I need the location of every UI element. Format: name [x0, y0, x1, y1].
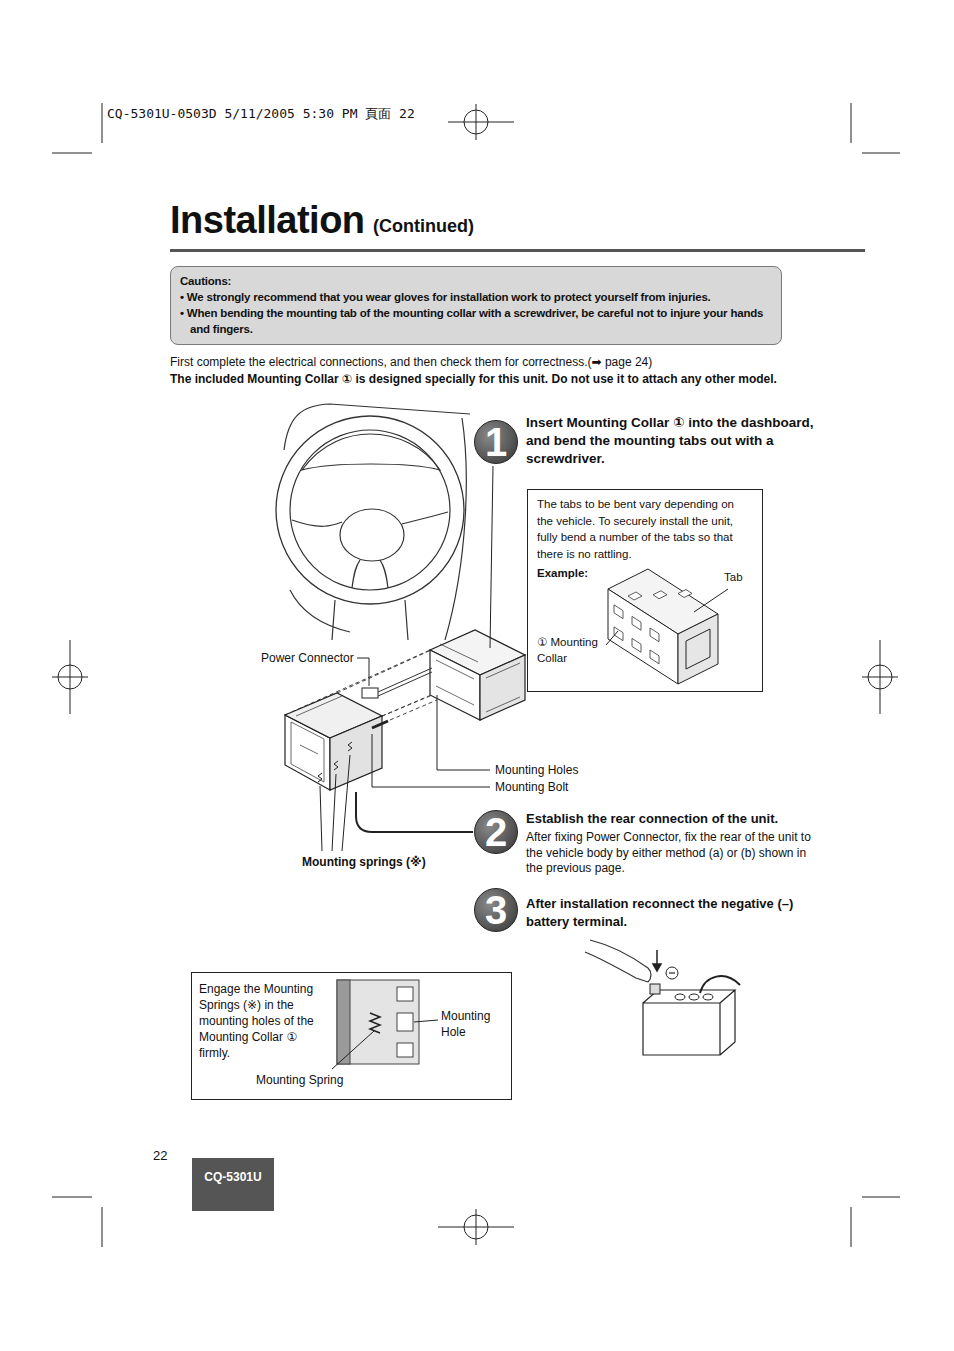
- model-tab: CQ-5301U: [192, 1158, 274, 1211]
- registration-circle: [58, 665, 82, 689]
- registration-circle: [464, 1215, 488, 1239]
- step-number: 1: [485, 422, 507, 462]
- part-name: Mounting Holes: [495, 763, 578, 778]
- collar-tab: [632, 638, 641, 652]
- negative-symbol: [666, 967, 678, 979]
- part-name: Mounting springs (※): [302, 855, 426, 870]
- mounting-collar: [608, 569, 718, 684]
- collar-face: [686, 629, 710, 669]
- box-text: CQ-5301U: [192, 1170, 274, 1184]
- part-name: Mounting Spring: [256, 1073, 343, 1089]
- print-header: CQ-5301U-0503D 5/11/2005 5:30 PM 頁面 22: [107, 106, 415, 122]
- battery-cap: [689, 994, 699, 1000]
- power-connector: [362, 688, 378, 698]
- warning-text: The included Mounting Collar ① is design…: [170, 372, 940, 387]
- step-number: 1: [474, 420, 518, 464]
- mounting-collar: [480, 655, 525, 720]
- leader-line: [490, 466, 493, 648]
- steering-wheel: [290, 430, 450, 590]
- collar-tab: [653, 591, 667, 599]
- leader-line: [694, 589, 728, 612]
- instruction-text: First complete the electrical connection…: [170, 355, 940, 370]
- projection-lines: [285, 630, 525, 738]
- dashboard-outline: [284, 404, 470, 640]
- collar-side: [337, 980, 350, 1064]
- part-name: Power Connector: [261, 651, 354, 666]
- battery: [643, 990, 735, 1055]
- steering-spokes: [292, 434, 448, 588]
- mounting-spring: [370, 1013, 380, 1033]
- collar-tab: [632, 616, 641, 630]
- collar-face: [678, 614, 718, 684]
- collar-side: [337, 980, 419, 1064]
- negative-symbol: [669, 972, 675, 973]
- registration-circle: [464, 110, 488, 134]
- step-text: After installation reconnect the negativ…: [526, 895, 796, 930]
- mounting-hole: [397, 1013, 413, 1031]
- registration-marks: [52, 104, 898, 1245]
- title-rule: [170, 249, 865, 252]
- collar-tab: [678, 590, 692, 598]
- caution-heading: Cautions:: [180, 273, 772, 289]
- part-name: ① Mounting Collar: [537, 635, 603, 666]
- battery-cap: [675, 994, 685, 1000]
- page-number: 22: [153, 1148, 167, 1164]
- collar-tab: [650, 650, 659, 664]
- example-heading: Example:: [537, 565, 588, 582]
- mounting-spring-symbol: [318, 742, 352, 782]
- mounting-bolt: [372, 721, 388, 728]
- step-number: 2: [474, 810, 518, 854]
- collar-tab: [614, 605, 623, 619]
- wire-harness: [378, 668, 432, 696]
- note-text: The tabs to be bent vary depending on th…: [537, 496, 753, 563]
- battery-terminal: [650, 984, 660, 994]
- part-name: Mounting Hole: [441, 1009, 505, 1041]
- note-box: Engage the Mounting Springs (※) in the m…: [191, 972, 512, 1100]
- leader-line: [356, 792, 473, 832]
- crop-marks: [52, 103, 900, 1247]
- registration-circle: [868, 665, 892, 689]
- part-name: Tab: [724, 569, 743, 586]
- steering-wheel: [276, 416, 464, 604]
- caution-item: • We strongly recommend that you wear gl…: [180, 289, 772, 305]
- battery-cable: [700, 976, 740, 993]
- title-suffix: (Continued): [373, 217, 474, 235]
- part-name: Mounting Bolt: [495, 780, 568, 795]
- collar-tab: [628, 592, 642, 600]
- note-text: Engage the Mounting Springs (※) in the m…: [199, 982, 327, 1062]
- step-text: Insert Mounting Collar ① into the dashbo…: [526, 414, 816, 469]
- battery-cap: [703, 994, 713, 1000]
- collar-detail: [436, 644, 520, 712]
- collar-tab: [650, 628, 659, 642]
- mounting-hole: [397, 1043, 413, 1057]
- steering-hub: [340, 509, 404, 561]
- collar-face: [608, 589, 678, 684]
- gloved-hand: [585, 940, 651, 982]
- caution-box: Cautions:• We strongly recommend that yo…: [170, 266, 782, 345]
- mounting-hole: [397, 987, 413, 1001]
- step-number: 3: [485, 890, 507, 930]
- leader-line: [372, 734, 490, 787]
- leader-line: [414, 1020, 438, 1022]
- page-title: Installation: [170, 201, 365, 239]
- leader-line: [437, 695, 490, 770]
- step-heading: Establish the rear connection of the uni…: [526, 811, 826, 827]
- step-number: 2: [485, 812, 507, 852]
- leader-line: [357, 658, 369, 686]
- leader-line: [332, 1031, 374, 1069]
- example-box: The tabs to be bent vary depending on th…: [527, 489, 763, 692]
- leader-line: [320, 755, 350, 851]
- down-arrow: [653, 950, 661, 971]
- caution-item: • When bending the mounting tab of the m…: [180, 305, 772, 337]
- step-text: After fixing Power Connector, fix the re…: [526, 830, 826, 877]
- unit-detail: [291, 696, 342, 782]
- step-number: 3: [474, 888, 518, 932]
- leader-line: [606, 631, 618, 645]
